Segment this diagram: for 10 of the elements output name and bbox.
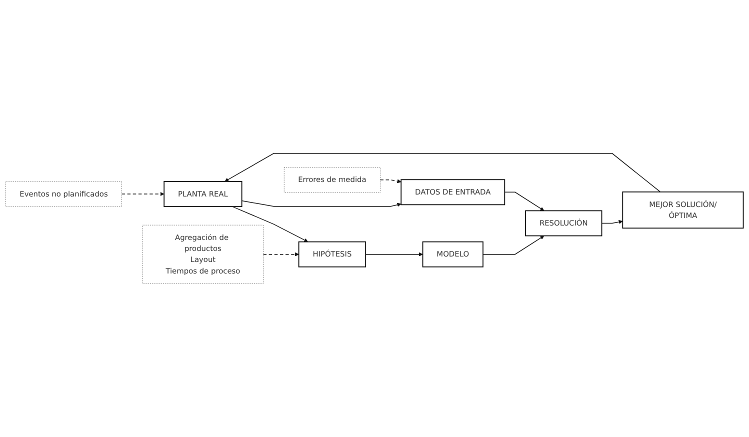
arrow (601, 220, 623, 224)
arrow (365, 252, 423, 256)
arrow (232, 206, 308, 242)
arrow (504, 192, 544, 211)
arrow (482, 236, 544, 255)
arrow (241, 200, 402, 207)
arrow (224, 153, 661, 192)
arrow (121, 192, 164, 196)
arrow (262, 252, 299, 256)
arrow (380, 179, 402, 184)
